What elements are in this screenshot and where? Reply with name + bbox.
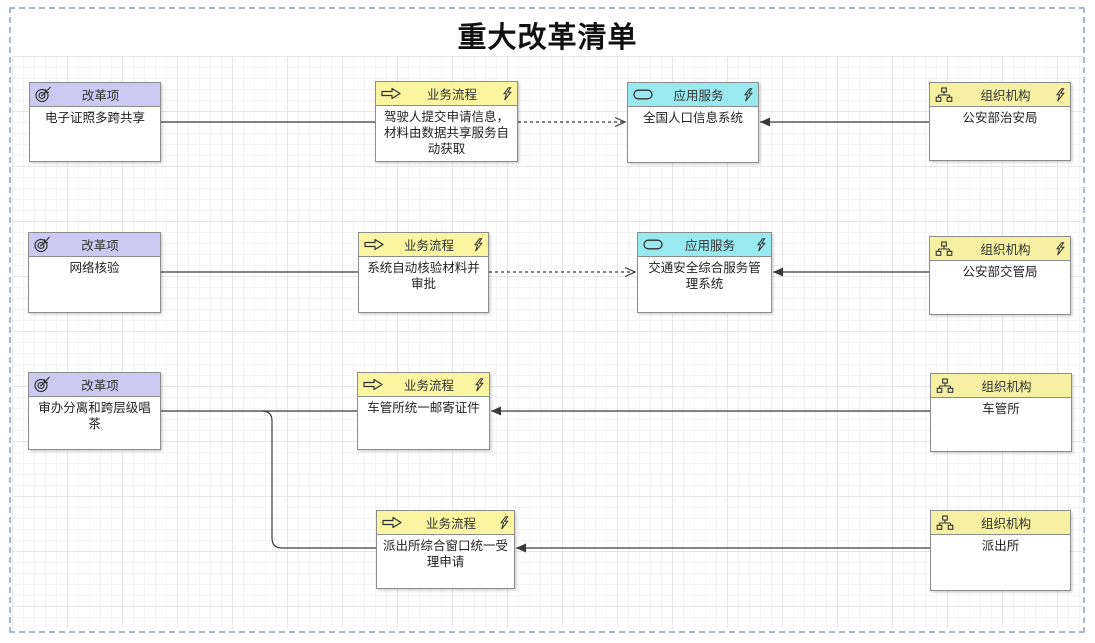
node-text: 网络核验	[69, 261, 120, 275]
node-type-label: 改革项	[81, 379, 119, 393]
arrowhead-filled	[760, 117, 770, 127]
node-type-label: 应用服务	[684, 239, 735, 253]
lightning-icon	[740, 87, 753, 102]
node-text: 派出所	[981, 539, 1020, 553]
node-header: 应用服务	[638, 233, 771, 257]
target-icon	[35, 86, 59, 103]
arrowhead-filled	[773, 267, 783, 277]
arrowhead-open	[624, 266, 637, 278]
node-header: 组织机构	[931, 374, 1071, 398]
node-text: 驾驶人提交申请信息，材料由数据共享服务自动获取	[383, 110, 509, 156]
lightning-icon	[470, 237, 483, 252]
node-text: 公安部交管局	[962, 265, 1038, 279]
node-service-1[interactable]: 应用服务 全国人口信息系统	[627, 82, 759, 163]
node-type-label: 改革项	[81, 89, 120, 103]
target-icon	[34, 376, 58, 393]
node-process-2[interactable]: 业务流程 系统自动核验材料并审批	[358, 232, 489, 313]
node-header: 业务流程	[358, 373, 489, 397]
node-process-3[interactable]: 业务流程 车管所统一邮寄证件	[357, 372, 490, 450]
edge-org3-process3[interactable]	[491, 406, 930, 416]
node-text: 派出所综合窗口统一受理申请	[382, 539, 508, 569]
grid-background	[12, 56, 1084, 628]
node-header: 业务流程	[359, 233, 488, 257]
node-org-1[interactable]: 组织机构 公安部治安局	[929, 82, 1071, 161]
node-process-4[interactable]: 业务流程 派出所综合窗口统一受理申请	[376, 510, 515, 589]
node-text: 电子证照多跨共享	[44, 111, 145, 125]
node-type-label: 应用服务	[673, 89, 724, 103]
node-text: 交通安全综合服务管理系统	[648, 261, 761, 291]
node-service-2[interactable]: 应用服务 交通安全综合服务管理系统	[637, 232, 772, 313]
node-text: 公安部治安局	[962, 111, 1038, 125]
node-header: 业务流程	[376, 82, 517, 106]
lightning-icon	[471, 377, 484, 392]
node-text: 车管所	[982, 402, 1020, 416]
lightning-icon	[1052, 241, 1065, 256]
rounded-rect-icon	[633, 89, 657, 100]
node-text: 系统自动核验材料并审批	[367, 261, 480, 291]
node-header: 组织机构	[930, 83, 1070, 107]
node-type-label: 组织机构	[980, 89, 1031, 103]
org-chart-icon	[935, 240, 959, 257]
node-text: 全国人口信息系统	[642, 111, 743, 125]
node-header: 改革项	[29, 373, 160, 397]
edge-org2-service2[interactable]	[773, 267, 929, 277]
node-header: 改革项	[30, 83, 160, 107]
arrowhead-open	[614, 116, 627, 128]
node-type-label: 组织机构	[980, 517, 1031, 531]
process-arrow-icon	[381, 87, 405, 100]
process-arrow-icon	[364, 238, 388, 251]
org-chart-icon	[936, 377, 960, 394]
node-type-label: 业务流程	[425, 517, 476, 531]
lightning-icon	[753, 237, 766, 252]
lightning-icon	[499, 86, 512, 101]
node-header: 改革项	[29, 233, 160, 257]
node-org-4[interactable]: 组织机构 派出所	[930, 510, 1071, 591]
node-type-label: 组织机构	[980, 243, 1031, 257]
diagram-title: 重大改革清单	[457, 22, 638, 54]
arrowhead-filled	[491, 406, 501, 416]
node-type-label: 改革项	[81, 239, 119, 253]
edge-org1-service1[interactable]	[760, 117, 929, 127]
target-icon	[34, 236, 58, 253]
edge-reform3-process4-branch[interactable]	[261, 410, 376, 549]
node-header: 应用服务	[628, 83, 758, 107]
node-org-3[interactable]: 组织机构 车管所	[930, 373, 1072, 452]
node-reform-1[interactable]: 改革项 电子证照多跨共享	[29, 82, 161, 162]
node-text: 审办分离和跨层级唱茶	[38, 401, 151, 431]
node-reform-3[interactable]: 改革项 审办分离和跨层级唱茶	[28, 372, 161, 450]
node-org-2[interactable]: 组织机构 公安部交管局	[929, 236, 1071, 315]
node-text: 车管所统一邮寄证件	[367, 401, 480, 415]
node-header: 业务流程	[377, 511, 514, 535]
node-process-1[interactable]: 业务流程 驾驶人提交申请信息，材料由数据共享服务自动获取	[375, 81, 518, 162]
node-type-label: 业务流程	[426, 88, 477, 102]
lightning-icon	[496, 515, 509, 530]
process-arrow-icon	[382, 516, 406, 529]
edge-org4-process4[interactable]	[516, 543, 930, 553]
org-chart-icon	[935, 86, 959, 103]
node-header: 组织机构	[931, 511, 1070, 535]
org-chart-icon	[936, 514, 960, 531]
lightning-icon	[1052, 87, 1065, 102]
node-type-label: 组织机构	[981, 380, 1032, 394]
edge-process1-service1[interactable]	[518, 116, 627, 128]
node-type-label: 业务流程	[403, 379, 454, 393]
node-type-label: 业务流程	[403, 239, 454, 253]
node-header: 组织机构	[930, 237, 1070, 261]
node-reform-2[interactable]: 改革项 网络核验	[28, 232, 161, 313]
rounded-rect-icon	[643, 239, 667, 250]
arrowhead-filled	[516, 543, 526, 553]
edge-process2-service2[interactable]	[489, 266, 637, 278]
process-arrow-icon	[363, 378, 387, 391]
